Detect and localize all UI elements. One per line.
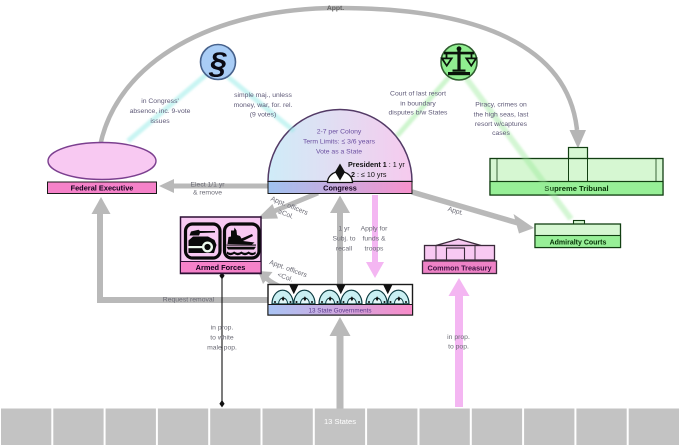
svg-text:absence, inc. 9-vote: absence, inc. 9-vote	[130, 108, 191, 115]
svg-text:to pop.: to pop.	[448, 344, 469, 351]
svg-text:2 : ≤ 10 yrs: 2 : ≤ 10 yrs	[351, 170, 387, 179]
svg-text:troops: troops	[365, 246, 384, 253]
svg-text:Piracy, crimes on: Piracy, crimes on	[475, 102, 527, 109]
svg-text:Apply for: Apply for	[361, 226, 389, 233]
svg-text:issues: issues	[150, 118, 170, 125]
svg-text:13 States: 13 States	[324, 417, 356, 426]
svg-text:Armed Forces: Armed Forces	[196, 263, 246, 272]
svg-text:disputes b/w States: disputes b/w States	[389, 110, 449, 117]
svg-text:to white: to white	[210, 335, 234, 342]
svg-text:2-7 per Colony: 2-7 per Colony	[317, 129, 362, 136]
svg-text:Common Treasury: Common Treasury	[427, 263, 492, 272]
svg-text:resort w/captures: resort w/captures	[475, 121, 528, 128]
svg-text:recall: recall	[336, 246, 353, 253]
svg-text:& remove: & remove	[193, 190, 222, 197]
svg-text:Term Limits: ≤ 3/6 years: Term Limits: ≤ 3/6 years	[303, 139, 376, 146]
svg-text:Supreme Tribunal: Supreme Tribunal	[544, 184, 608, 193]
svg-text:Federal Executive: Federal Executive	[71, 184, 134, 193]
svg-text:13 State Governments: 13 State Governments	[308, 308, 371, 315]
svg-text:Request removal: Request removal	[163, 297, 215, 304]
svg-text:in Congress': in Congress'	[141, 98, 179, 105]
svg-text:money, war, for. rel.: money, war, for. rel.	[234, 102, 293, 109]
svg-text:Elect 1/1 yr: Elect 1/1 yr	[191, 182, 226, 189]
svg-text:in prop.: in prop.	[447, 334, 470, 341]
svg-text:Appt.: Appt.	[447, 206, 464, 217]
svg-text:Court of last resort: Court of last resort	[390, 91, 446, 98]
svg-text:Subj. to: Subj. to	[332, 236, 355, 243]
svg-text:the high seas, last: the high seas, last	[474, 112, 529, 119]
svg-text:(9 votes): (9 votes)	[250, 112, 276, 119]
svg-text:simple maj., unless: simple maj., unless	[234, 92, 292, 99]
svg-text:President 1 : 1 yr: President 1 : 1 yr	[348, 160, 405, 169]
svg-text:Admiralty Courts: Admiralty Courts	[550, 240, 607, 247]
svg-text:1 yr: 1 yr	[338, 226, 350, 233]
svg-text:male pop.: male pop.	[207, 345, 237, 352]
svg-text:Vote as a State: Vote as a State	[316, 149, 362, 156]
svg-text:in boundary: in boundary	[400, 101, 436, 108]
svg-text:cases: cases	[492, 130, 510, 137]
svg-text:funds &: funds &	[362, 236, 386, 243]
svg-text:in prop.: in prop.	[211, 325, 234, 332]
svg-text:Appt.: Appt.	[327, 5, 344, 12]
svg-text:Congress: Congress	[323, 183, 357, 192]
svg-text:§: §	[208, 46, 227, 81]
